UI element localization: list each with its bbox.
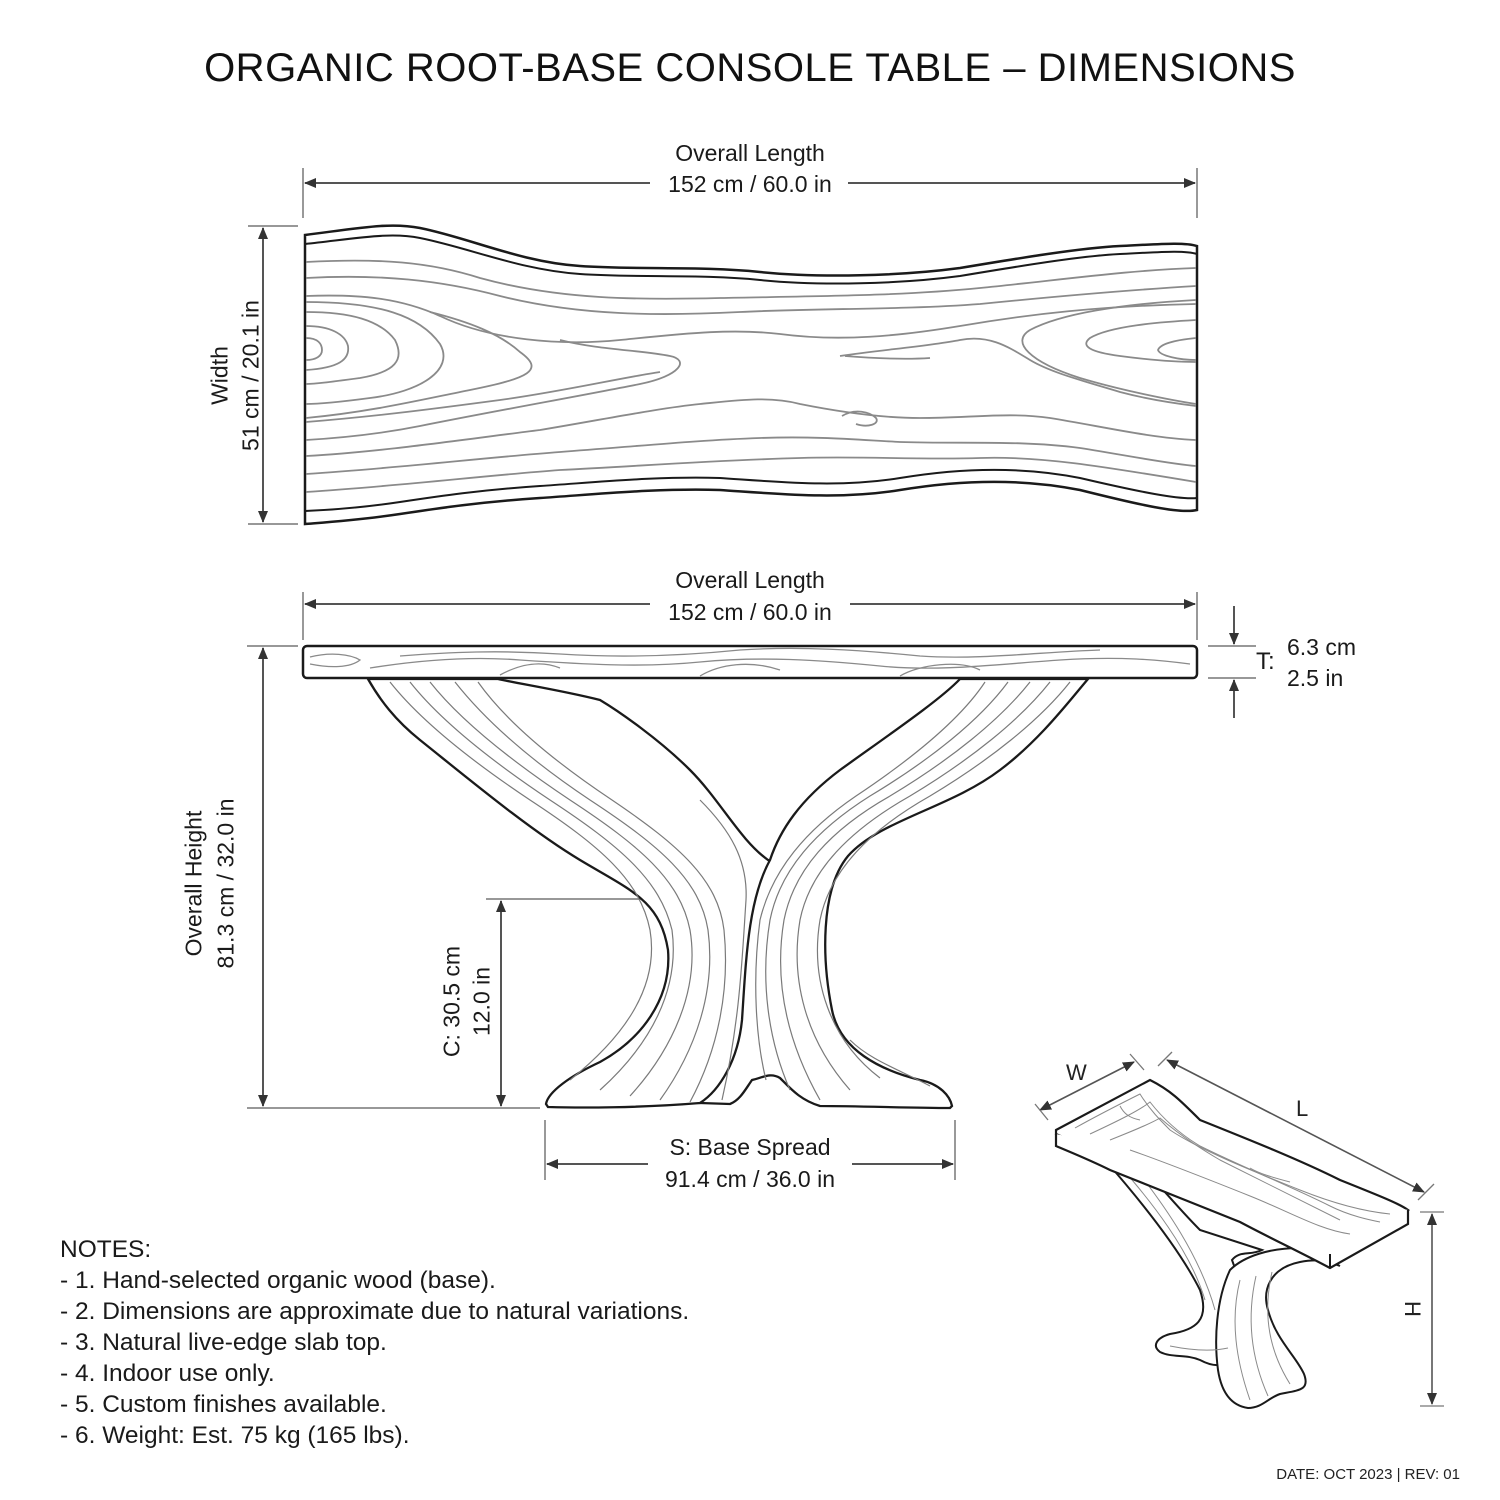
note-item: - 3. Natural live-edge slab top. — [60, 1329, 387, 1356]
note-item: - 5. Custom finishes available. — [60, 1391, 387, 1418]
drawing-title: ORGANIC ROOT-BASE CONSOLE TABLE – DIMENS… — [204, 46, 1296, 90]
notes-block: NOTES: - 1. Hand-selected organic wood (… — [60, 1234, 689, 1451]
note-item: - 6. Weight: Est. 75 kg (165 lbs). — [60, 1422, 410, 1449]
top-length-value: 152 cm / 60.0 in — [668, 171, 832, 197]
thickness-prefix: T: — [1256, 648, 1275, 675]
height-label: Overall Height — [180, 810, 207, 957]
iso-slab-edge — [1054, 1134, 1410, 1270]
live-edge-top-inner — [304, 234, 1198, 285]
width-label: Width — [206, 346, 233, 405]
clearance-in: 12.0 in — [468, 966, 495, 1037]
base-spread-label: S: Base Spread — [669, 1134, 831, 1160]
clearance-cm: C: 30.5 cm — [438, 945, 465, 1058]
front-length-label: Overall Length — [675, 567, 825, 593]
root-base-left-leg — [366, 677, 782, 1109]
base-wood-grain — [389, 681, 1071, 1103]
iso-view — [1034, 1051, 1444, 1410]
iso-l-dim — [1166, 1059, 1425, 1193]
note-item: - 2. Dimensions are approximate due to n… — [60, 1298, 690, 1325]
height-value: 81.3 cm / 32.0 in — [212, 798, 239, 969]
live-edge-bottom-inner — [304, 468, 1198, 512]
front-view — [247, 592, 1256, 1180]
iso-h-label: H — [1399, 1301, 1425, 1317]
thickness-in: 2.5 in — [1287, 665, 1344, 691]
note-item: - 1. Hand-selected organic wood (base). — [60, 1267, 496, 1294]
top-view — [248, 168, 1199, 526]
notes-heading: NOTES: — [60, 1236, 152, 1263]
iso-leg-front — [1215, 1246, 1341, 1410]
iso-l-label: L — [1296, 1096, 1309, 1121]
note-item: - 4. Indoor use only. — [60, 1360, 275, 1387]
width-value: 51 cm / 20.1 in — [237, 300, 264, 451]
slab-top-outline — [303, 224, 1199, 526]
tabletop-edge-grain — [309, 647, 1191, 677]
top-length-label: Overall Length — [675, 140, 825, 166]
front-tabletop — [301, 644, 1199, 680]
date-revision: DATE: OCT 2023 | REV: 01 — [1276, 1466, 1460, 1483]
top-wood-grain — [305, 259, 1197, 493]
base-spread-value: 91.4 cm / 36.0 in — [664, 1166, 836, 1192]
front-length-value: 152 cm / 60.0 in — [668, 599, 832, 625]
thickness-cm: 6.3 cm — [1287, 634, 1357, 660]
root-base-right-leg — [696, 677, 1091, 1110]
iso-slab-grain — [1074, 1093, 1391, 1235]
iso-w-dim — [1039, 1061, 1135, 1111]
iso-w-label: W — [1066, 1060, 1087, 1085]
